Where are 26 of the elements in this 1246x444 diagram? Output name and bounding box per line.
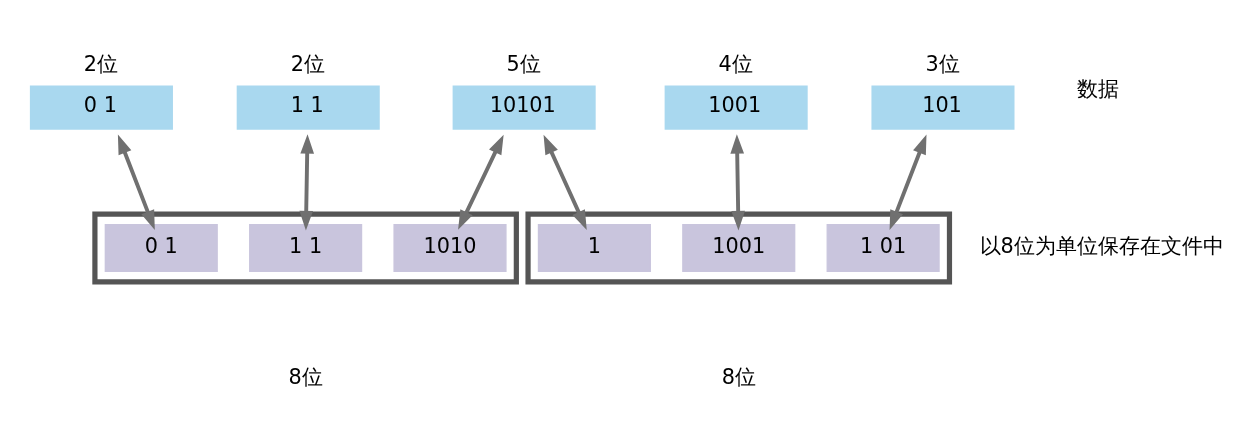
label: 8位 — [721, 365, 756, 390]
node-box: 0 1 — [29, 85, 173, 130]
label: 以8位为单位保存在文件中 — [979, 233, 1224, 258]
node-box: 1 1 — [236, 85, 380, 130]
label: 数据 — [1076, 76, 1119, 101]
node-box: 1001 — [682, 223, 796, 273]
arrow — [889, 134, 927, 231]
node-box: 101 — [871, 85, 1015, 130]
arrow — [458, 134, 504, 230]
node-box: 1 — [537, 223, 651, 273]
node-label: 4位 — [718, 51, 753, 76]
node-label: 3位 — [925, 51, 960, 76]
node-box: 1001 — [664, 85, 808, 130]
node-box: 1 1 — [249, 223, 363, 273]
arrow — [117, 134, 155, 231]
node-box: 1 01 — [826, 223, 940, 273]
arrow — [299, 134, 315, 231]
node-box: 1010 — [393, 223, 507, 273]
label: 8位 — [288, 365, 323, 390]
arrow — [543, 134, 587, 230]
node-box: 10101 — [452, 85, 596, 130]
arrow — [730, 134, 745, 231]
node-label: 2位 — [83, 51, 119, 76]
node-label: 5位 — [506, 51, 541, 76]
node-label: 2位 — [290, 51, 325, 76]
node-box: 0 1 — [104, 223, 218, 273]
